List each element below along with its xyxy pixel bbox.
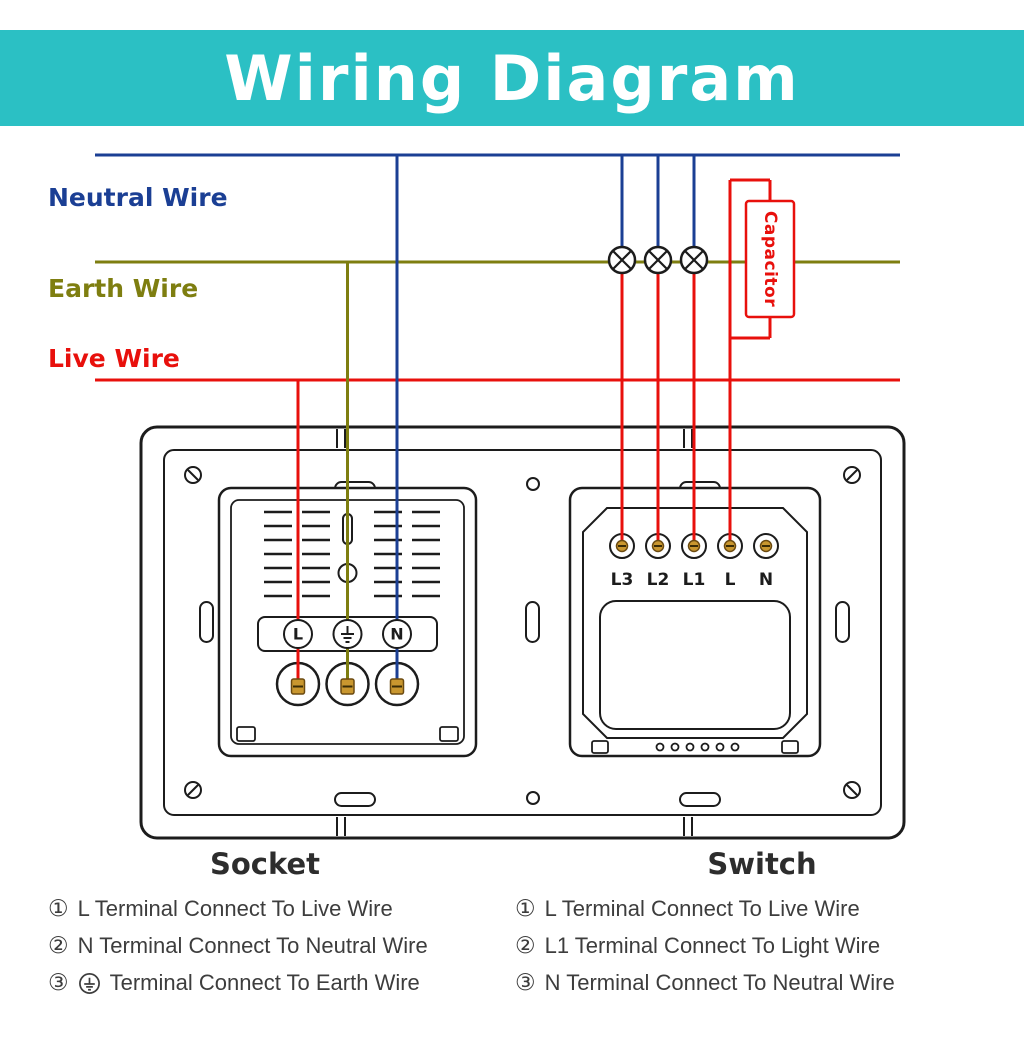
switch-module	[568, 486, 822, 758]
svg-text:L1: L1	[683, 570, 706, 590]
legend-item: ② N Terminal Connect To Neutral Wire	[48, 933, 515, 959]
switch-connector-pins	[591, 740, 799, 754]
switch-label: Switch	[707, 847, 816, 881]
svg-text:L2: L2	[647, 570, 670, 590]
switch-terminal-labels: L3 L2 L1 L N	[611, 570, 773, 590]
legend-item: ① L Terminal Connect To Live Wire	[515, 896, 895, 922]
item-text: L Terminal Connect To Live Wire	[544, 896, 860, 921]
screw-icon	[615, 539, 629, 553]
earth-symbol-icon	[78, 972, 100, 994]
item-number: ②	[515, 933, 536, 959]
wall-plate	[139, 425, 906, 840]
legend: ① L Terminal Connect To Live Wire ② N Te…	[0, 886, 1024, 996]
item-text: L Terminal Connect To Live Wire	[77, 896, 393, 921]
socket-legend: ① L Terminal Connect To Live Wire ② N Te…	[48, 896, 515, 996]
lamp-icon	[679, 245, 709, 275]
earth-wire-label: Earth Wire	[48, 274, 198, 303]
socket-terminal-labels: L N	[283, 619, 412, 649]
item-text: N Terminal Connect To Neutral Wire	[77, 933, 428, 958]
switch-screws	[615, 539, 773, 553]
page-title: Wiring Diagram	[224, 41, 800, 115]
plate-seams	[336, 429, 693, 836]
live-wire-label: Live Wire	[48, 344, 180, 373]
header-banner: Wiring Diagram	[0, 30, 1024, 126]
item-text: L1 Terminal Connect To Light Wire	[544, 933, 881, 958]
socket-screws	[290, 678, 405, 695]
socket-terminal-N: N	[390, 625, 403, 644]
item-text: Terminal Connect To Earth Wire	[109, 970, 420, 995]
legend-item: ② L1 Terminal Connect To Light Wire	[515, 933, 895, 959]
switch-touch-plate	[599, 600, 791, 730]
switch-legend: ① L Terminal Connect To Live Wire ② L1 T…	[515, 896, 895, 996]
svg-text:L3: L3	[611, 570, 634, 590]
capacitor-circuit: Capacitor	[728, 178, 796, 542]
screw-icon	[389, 678, 405, 695]
lamp-wires	[620, 155, 696, 542]
earth-symbol-icon	[341, 626, 354, 643]
item-text: N Terminal Connect To Neutral Wire	[544, 970, 895, 995]
screw-icon	[687, 539, 701, 553]
neutral-wire-label: Neutral Wire	[48, 183, 228, 212]
legend-item: ③ N Terminal Connect To Neutral Wire	[515, 970, 895, 996]
lamp-icon	[643, 245, 673, 275]
item-number: ③	[48, 970, 69, 996]
screw-icon	[340, 678, 355, 695]
item-number: ①	[48, 896, 69, 922]
legend-item: ① L Terminal Connect To Live Wire	[48, 896, 515, 922]
item-number: ①	[515, 896, 536, 922]
screw-icon	[759, 539, 773, 553]
svg-text:N: N	[759, 570, 773, 590]
wiring-diagram: Neutral Wire Earth Wire Live Wire	[48, 153, 906, 881]
capacitor-box	[744, 199, 796, 319]
screw-icon	[723, 539, 737, 553]
legend-item: ③ Terminal Connect To Earth Wire	[48, 970, 515, 996]
socket-label: Socket	[210, 847, 320, 881]
lamp-icon	[607, 245, 637, 275]
screw-icon	[290, 678, 306, 695]
screw-icon	[651, 539, 665, 553]
item-number: ③	[515, 970, 536, 996]
item-number: ②	[48, 933, 69, 959]
svg-text:L: L	[725, 570, 736, 590]
socket-terminal-L: L	[293, 625, 303, 644]
lamps	[607, 245, 709, 275]
mounting-screws	[184, 466, 861, 805]
capacitor-label: Capacitor	[760, 211, 780, 307]
